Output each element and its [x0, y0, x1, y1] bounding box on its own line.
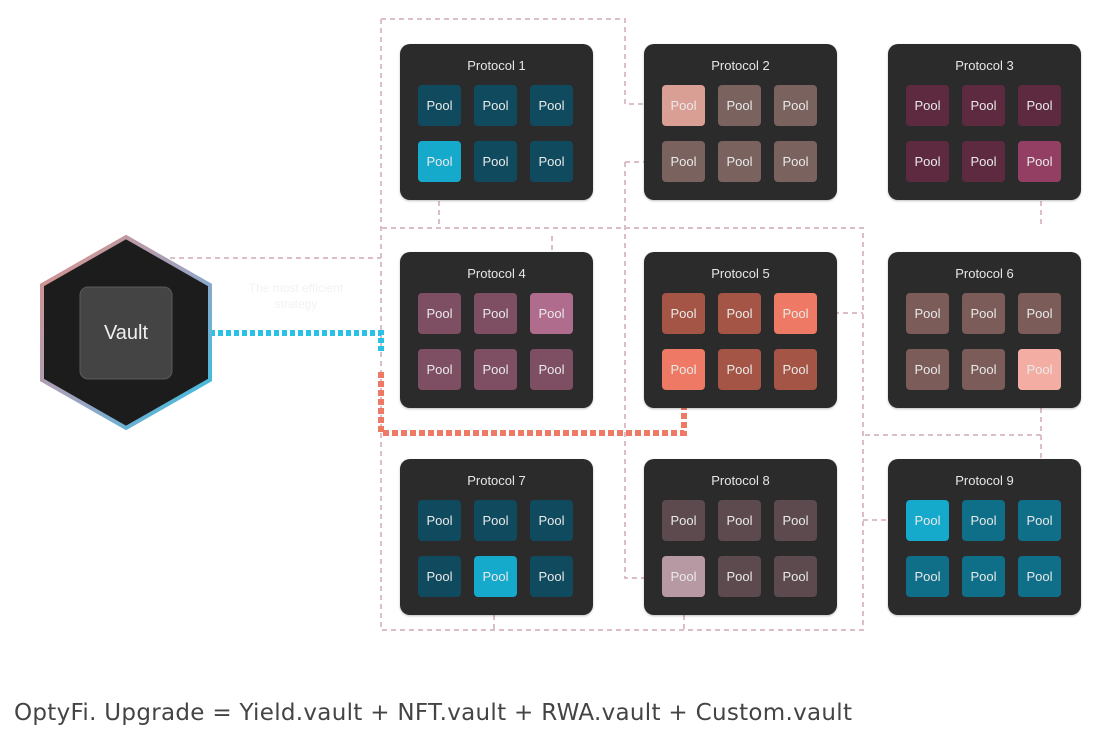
pool-tile[interactable]: Pool	[718, 293, 761, 334]
pool-tile[interactable]: Pool	[718, 141, 761, 182]
pool-tile[interactable]: Pool	[774, 293, 817, 334]
protocol-title: Protocol 5	[711, 266, 770, 281]
pool-tile[interactable]: Pool	[474, 349, 517, 390]
protocol-title: Protocol 6	[955, 266, 1014, 281]
pool-tile[interactable]: Pool	[774, 500, 817, 541]
pool-tile[interactable]: Pool	[962, 349, 1005, 390]
pool-tile[interactable]: Pool	[530, 85, 573, 126]
pool-tile[interactable]: Pool	[474, 141, 517, 182]
pool-tile[interactable]: Pool	[662, 349, 705, 390]
pool-tile[interactable]: Pool	[774, 556, 817, 597]
protocol-title: Protocol 1	[467, 58, 526, 73]
pool-tile[interactable]: Pool	[718, 85, 761, 126]
pool-tile[interactable]: Pool	[418, 556, 461, 597]
connector-lines	[40, 18, 1042, 631]
protocol-title: Protocol 3	[955, 58, 1014, 73]
pool-tile[interactable]: Pool	[530, 500, 573, 541]
pool-tile[interactable]: Pool	[474, 85, 517, 126]
pool-tile[interactable]: Pool	[906, 85, 949, 126]
pool-tile[interactable]: Pool	[1018, 85, 1061, 126]
vault-strategy-diagram: Vault The most efficient strategy Protoc…	[40, 18, 1081, 631]
pool-tile[interactable]: Pool	[1018, 141, 1061, 182]
pool-tile[interactable]: Pool	[962, 500, 1005, 541]
pool-tile[interactable]: Pool	[962, 85, 1005, 126]
pool-tile[interactable]: Pool	[418, 500, 461, 541]
pool-tile[interactable]: Pool	[418, 293, 461, 334]
pool-tile[interactable]: Pool	[962, 293, 1005, 334]
pool-tile[interactable]: Pool	[906, 349, 949, 390]
pool-tile[interactable]: Pool	[906, 500, 949, 541]
pool-tile[interactable]: Pool	[418, 141, 461, 182]
protocol-title: Protocol 2	[711, 58, 770, 73]
vault-inner-box	[79, 286, 173, 380]
grid-line-p1-p3	[438, 183, 1042, 228]
pool-tile[interactable]: Pool	[962, 141, 1005, 182]
pool-tile[interactable]: Pool	[962, 556, 1005, 597]
pool-tile[interactable]: Pool	[662, 500, 705, 541]
pool-tile[interactable]: Pool	[906, 293, 949, 334]
pool-tile[interactable]: Pool	[1018, 293, 1061, 334]
pool-tile[interactable]: Pool	[1018, 500, 1061, 541]
protocol-title: Protocol 8	[711, 473, 770, 488]
pool-tile[interactable]: Pool	[530, 293, 573, 334]
pool-tile[interactable]: Pool	[906, 556, 949, 597]
pool-tile[interactable]: Pool	[662, 85, 705, 126]
pool-tile[interactable]: Pool	[774, 141, 817, 182]
pool-tile[interactable]: Pool	[662, 556, 705, 597]
pool-tile[interactable]: Pool	[718, 500, 761, 541]
pool-tile[interactable]: Pool	[718, 556, 761, 597]
pool-tile[interactable]: Pool	[1018, 556, 1061, 597]
pool-tile[interactable]: Pool	[718, 349, 761, 390]
pool-tile[interactable]: Pool	[906, 141, 949, 182]
vault-link	[210, 330, 384, 354]
pool-tile[interactable]: Pool	[418, 85, 461, 126]
pool-tile[interactable]: Pool	[530, 556, 573, 597]
pool-tile[interactable]: Pool	[662, 293, 705, 334]
protocol-title: Protocol 4	[467, 266, 526, 281]
pool-tile[interactable]: Pool	[418, 349, 461, 390]
strategy-link	[378, 372, 687, 436]
pool-tile[interactable]: Pool	[530, 141, 573, 182]
protocol-title: Protocol 7	[467, 473, 526, 488]
protocol-title: Protocol 9	[955, 473, 1014, 488]
pool-tile[interactable]: Pool	[774, 85, 817, 126]
pool-tile[interactable]: Pool	[474, 500, 517, 541]
pool-tile[interactable]: Pool	[474, 293, 517, 334]
pool-tile[interactable]: Pool	[774, 349, 817, 390]
pool-tile[interactable]: Pool	[530, 349, 573, 390]
pool-tile[interactable]: Pool	[662, 141, 705, 182]
strategy-note: The most efficient strategy	[248, 281, 344, 311]
caption: OptyFi. Upgrade = Yield.vault + NFT.vaul…	[14, 700, 853, 726]
pool-tile[interactable]: Pool	[474, 556, 517, 597]
pool-tile[interactable]: Pool	[1018, 349, 1061, 390]
